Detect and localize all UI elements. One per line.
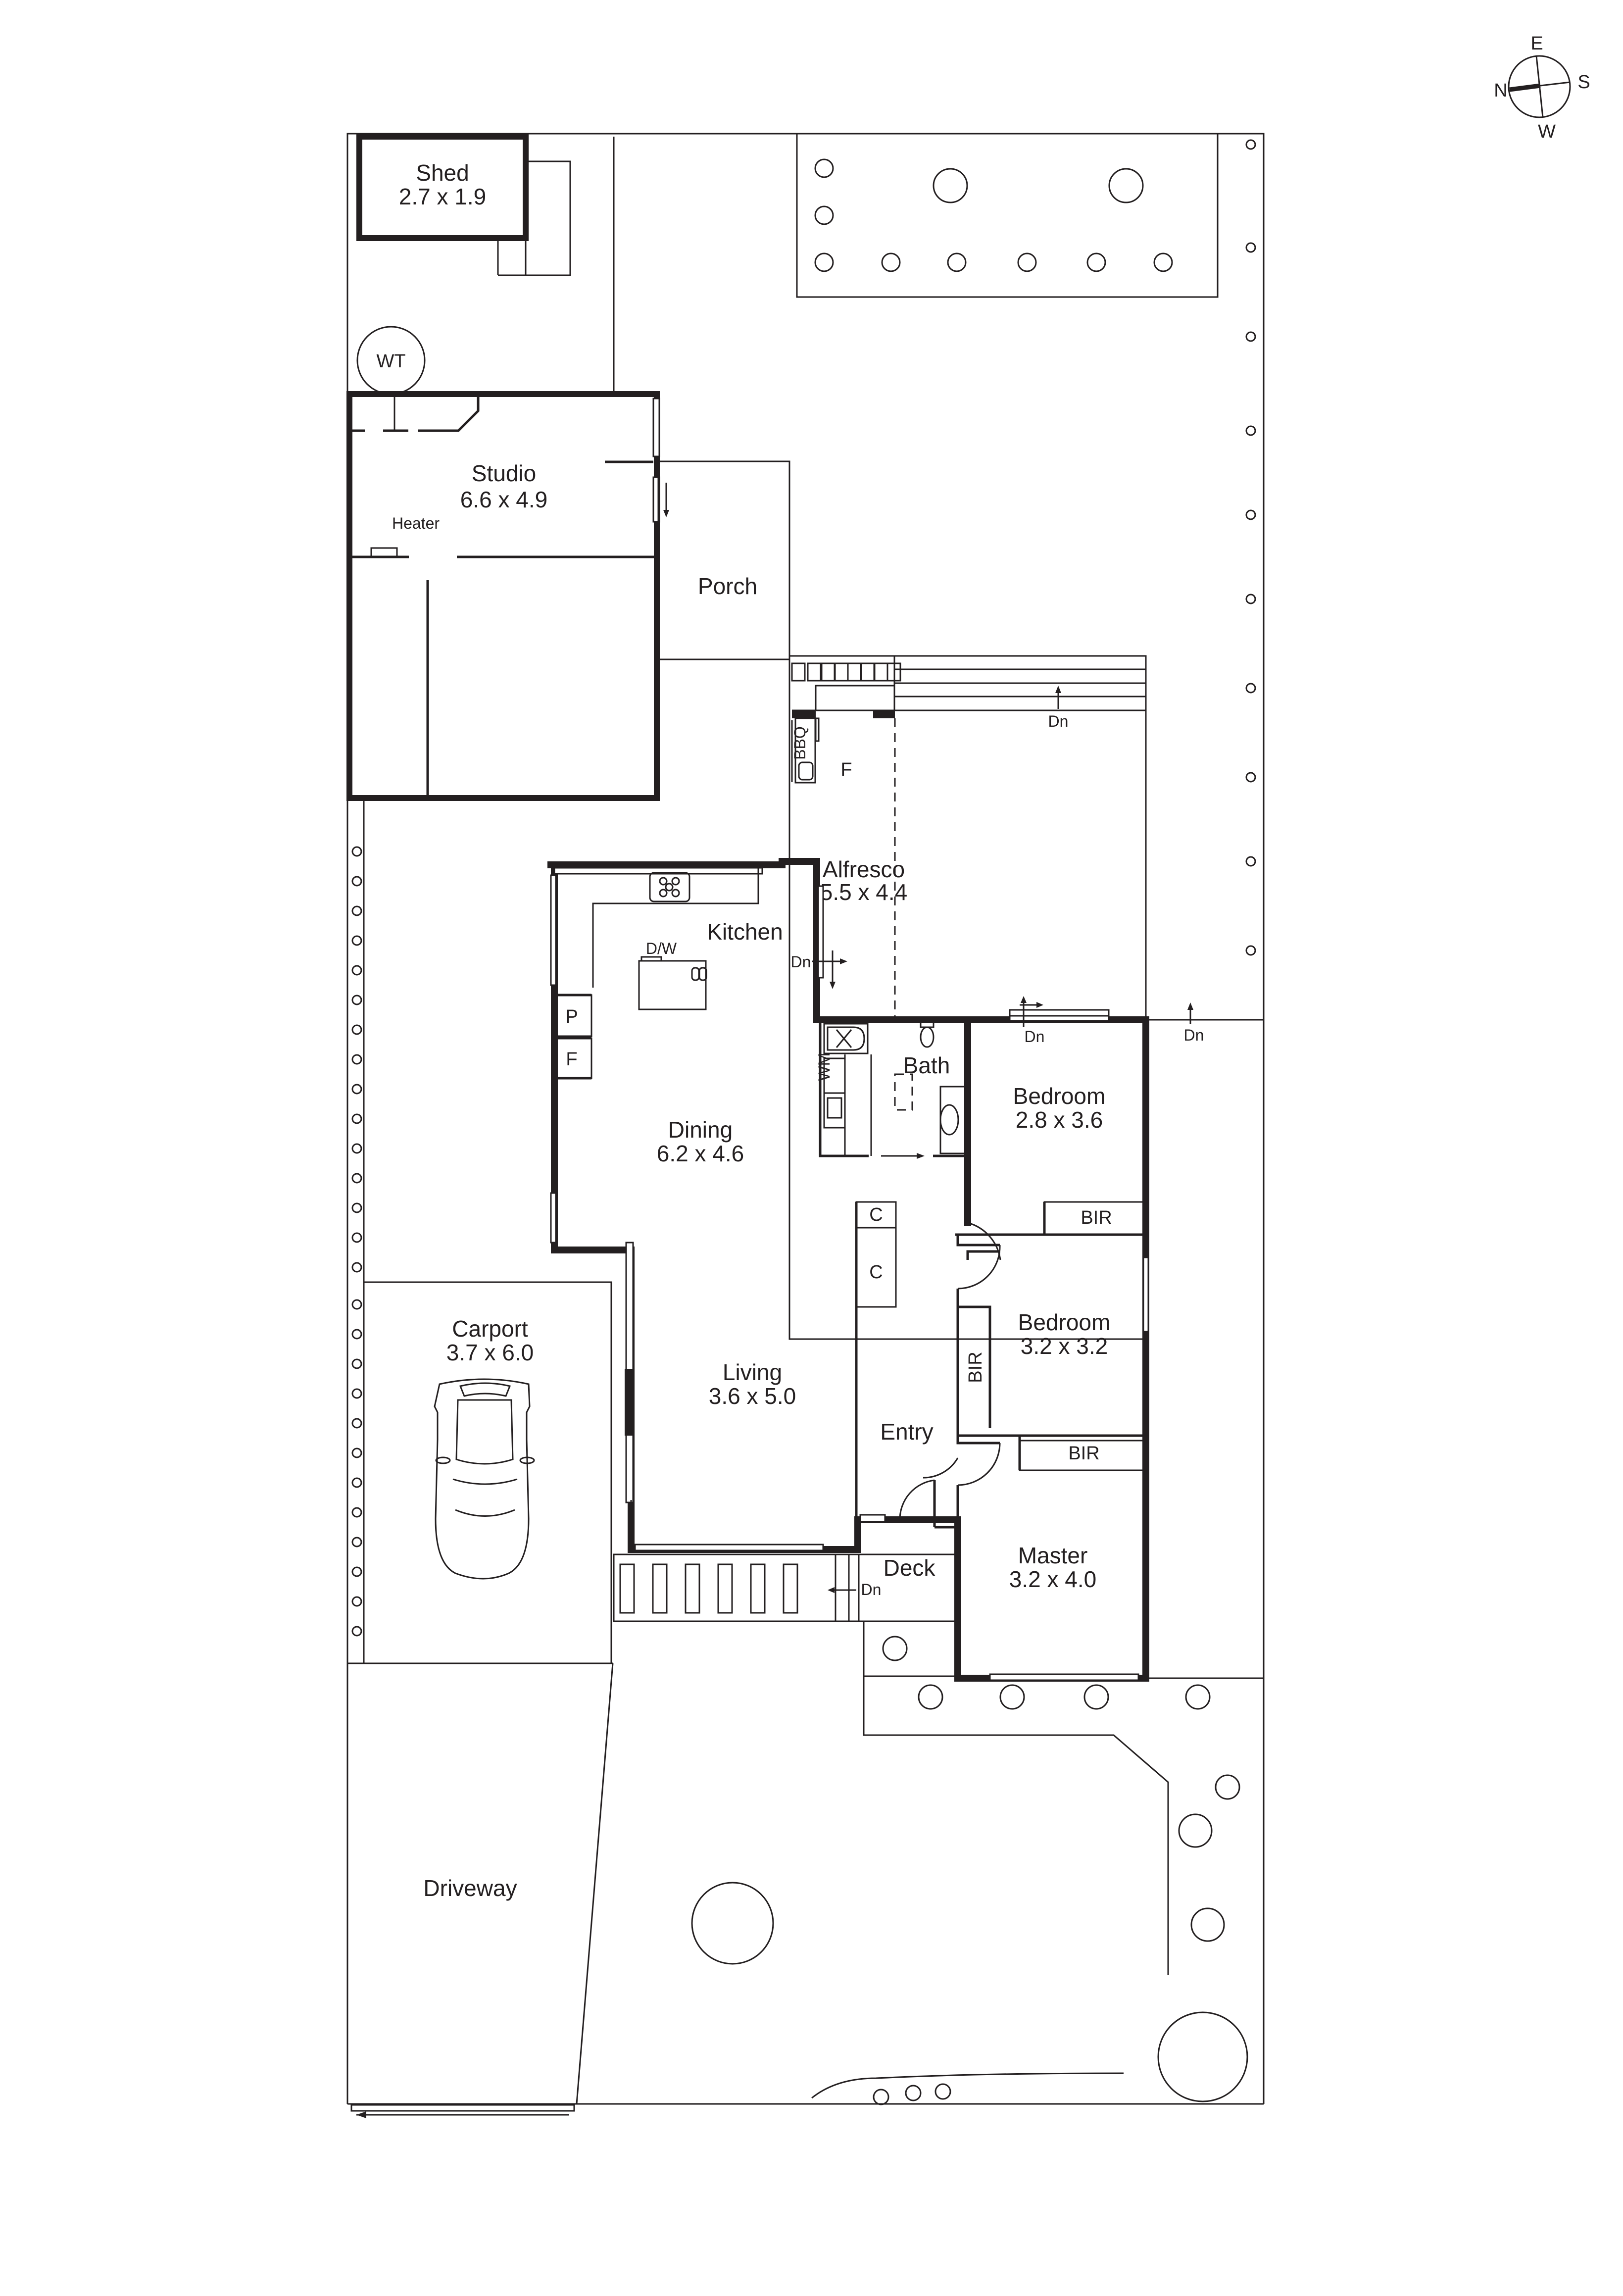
compass-s: S (1577, 72, 1590, 93)
studio-dims: 6.6 x 4.9 (460, 487, 547, 512)
heater-label: Heater (392, 514, 440, 532)
porch-label: Porch (698, 573, 757, 599)
dining-label: Dining (668, 1117, 733, 1143)
deck-label: Deck (884, 1555, 936, 1581)
dining[interactable]: Dining 6.2 x 4.6 (550, 1117, 744, 1251)
bedroom-1[interactable]: Dn Dn BIR Bedroom 2.8 x 3.6 (955, 996, 1264, 1260)
carport-label: Carport (452, 1316, 528, 1342)
studio[interactable]: Studio 6.6 x 4.9 Heater (346, 391, 669, 801)
bir-3-label: BIR (1068, 1443, 1099, 1464)
property-boundary (346, 133, 1265, 2118)
bedroom-1-dims: 2.8 x 3.6 (1016, 1107, 1103, 1133)
entry-label: Entry (880, 1419, 933, 1445)
compass-e: E (1530, 33, 1543, 54)
master-label: Master (1018, 1543, 1088, 1568)
living[interactable]: Living 3.6 x 5.0 (625, 1242, 824, 1551)
car-icon (434, 1378, 535, 1580)
bath-label: Bath (903, 1052, 950, 1078)
pantry-label: P (565, 1006, 578, 1027)
entry[interactable]: C C Entry (855, 1201, 1001, 1678)
pavers (791, 662, 901, 682)
bedroom-2-label: Bedroom (1018, 1309, 1111, 1335)
kitchen-label: Kitchen (707, 919, 783, 945)
washing-machine-label: WM (815, 1053, 833, 1081)
alfresco[interactable]: Dn BBQ F Alfresco 5.5 x 4.4 (658, 655, 1147, 1340)
kitchen-door-dn: Dn (791, 953, 811, 971)
side-path-dn: Dn (1184, 1026, 1204, 1044)
compass-w: W (1538, 121, 1556, 142)
kitchen[interactable]: D/W Kitchen P F Dn (550, 867, 847, 1080)
alfresco-dims: 5.5 x 4.4 (820, 879, 907, 905)
deck-steps-dn: Dn (861, 1581, 882, 1598)
bedroom-2[interactable]: BIR Bedroom 3.2 x 3.2 (956, 1235, 1149, 1437)
cupboard-1-label: C (869, 1204, 883, 1225)
garden-beds (796, 133, 1264, 2099)
carport-dims: 3.7 x 6.0 (446, 1340, 534, 1365)
cupboard-2-label: C (869, 1262, 883, 1283)
tree-icons (691, 158, 1248, 2105)
shed-dims: 2.7 x 1.9 (399, 184, 486, 209)
alfresco-label: Alfresco (823, 856, 905, 882)
bedroom-door-dn: Dn (1025, 1028, 1045, 1046)
bir-1-label: BIR (1081, 1207, 1112, 1228)
fence-shrub-icons (351, 139, 1256, 1637)
dishwasher-label: D/W (646, 940, 677, 957)
living-dims: 3.6 x 5.0 (709, 1383, 796, 1409)
bbq-label: BBQ (791, 726, 809, 760)
dining-dims: 6.2 x 4.6 (657, 1141, 744, 1166)
driveway-label: Driveway (423, 1875, 517, 1901)
compass-icon: E N S W (1494, 33, 1590, 142)
alfresco-fridge-label: F (840, 759, 852, 780)
alfresco-steps-dn: Dn (1048, 712, 1069, 730)
bir-2-label: BIR (965, 1351, 986, 1383)
master-bedroom[interactable]: BIR Master 3.2 x 4.0 (989, 1436, 1146, 1681)
master-dims: 3.2 x 4.0 (1009, 1566, 1096, 1592)
shed[interactable]: Shed 2.7 x 1.9 (356, 134, 615, 391)
living-label: Living (723, 1359, 782, 1385)
bedroom-2-dims: 3.2 x 3.2 (1021, 1333, 1108, 1359)
driveway[interactable]: Driveway (347, 1662, 614, 2104)
studio-label: Studio (472, 460, 536, 486)
water-tank: WT (356, 326, 426, 395)
bedroom-1-label: Bedroom (1013, 1083, 1106, 1109)
deck[interactable]: Dn Deck (613, 1553, 958, 1622)
compass-n: N (1494, 80, 1507, 101)
water-tank-label: WT (376, 351, 405, 372)
shed-label: Shed (416, 160, 469, 186)
porch: Porch (657, 460, 790, 660)
fridge-label: F (566, 1049, 577, 1070)
bath[interactable]: WM Bath (815, 1016, 971, 1226)
carport[interactable]: Carport 3.7 x 6.0 (363, 798, 612, 1664)
